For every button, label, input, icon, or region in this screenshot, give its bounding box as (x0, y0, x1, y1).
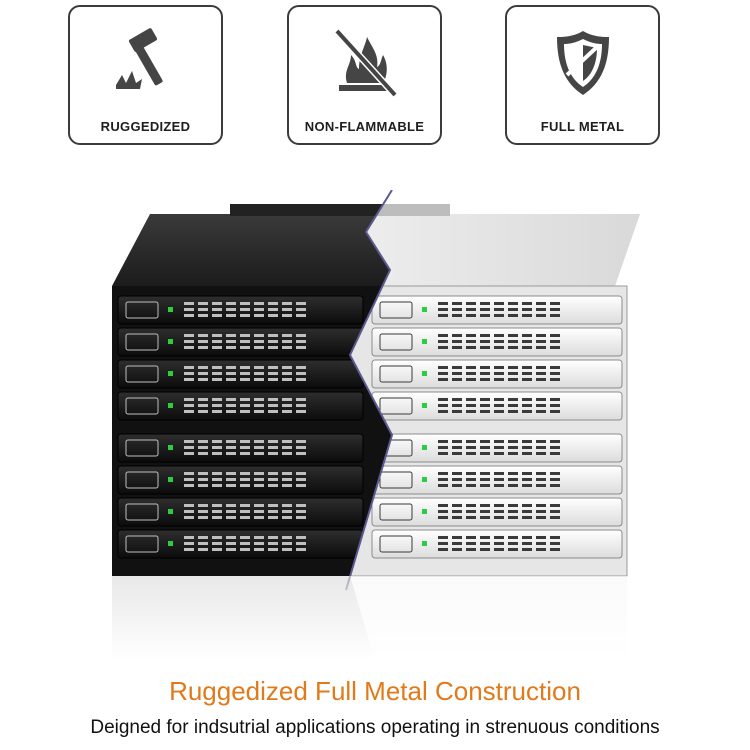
drive-enclosure-image (100, 190, 640, 660)
status-led-icon (422, 371, 427, 376)
drive-tray (117, 391, 364, 421)
drive-tray (371, 529, 623, 559)
drive-tray (117, 497, 364, 527)
status-led-icon (168, 403, 173, 408)
drive-tray (117, 327, 364, 357)
drive-tray (117, 295, 364, 325)
drive-tray (371, 359, 623, 389)
feature-badge-non-flammable: NON-FLAMMABLE (287, 5, 442, 145)
status-led-icon (168, 371, 173, 376)
drive-tray (117, 465, 364, 495)
status-led-icon (168, 307, 173, 312)
status-led-icon (168, 445, 173, 450)
drive-tray (117, 433, 364, 463)
feature-label: RUGGEDIZED (100, 119, 191, 134)
drive-tray (371, 327, 623, 357)
headline: Ruggedized Full Metal Construction (169, 676, 581, 706)
status-led-icon (422, 403, 427, 408)
shield-icon (557, 31, 609, 95)
drive-tray (371, 391, 623, 421)
drive-tray (371, 295, 623, 325)
drive-tray (371, 497, 623, 527)
status-led-icon (422, 307, 427, 312)
drive-tray (117, 359, 364, 389)
status-led-icon (168, 509, 173, 514)
status-led-icon (422, 477, 427, 482)
status-led-icon (422, 509, 427, 514)
status-led-icon (168, 541, 173, 546)
status-led-icon (168, 477, 173, 482)
drive-tray (117, 529, 364, 559)
feature-label: FULL METAL (540, 119, 625, 134)
hammer-icon (116, 28, 163, 89)
feature-label: NON-FLAMMABLE (304, 119, 425, 134)
feature-badge-full-metal: FULL METAL (505, 5, 660, 145)
drive-tray (371, 465, 623, 495)
status-led-icon (168, 339, 173, 344)
subline: Deigned for indsutrial applications oper… (90, 717, 660, 738)
status-led-icon (422, 339, 427, 344)
status-led-icon (422, 541, 427, 546)
status-led-icon (422, 445, 427, 450)
drive-tray (371, 433, 623, 463)
no-fire-icon (334, 28, 398, 98)
feature-badge-ruggedized: RUGGEDIZED (68, 5, 223, 145)
